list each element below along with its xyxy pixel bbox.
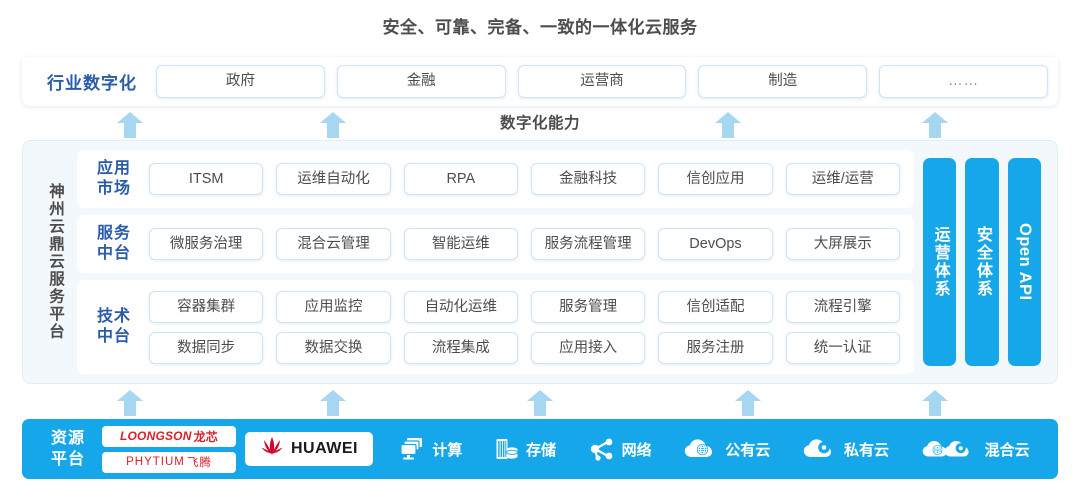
pillar-operations-system-label: 运营体系 [931, 226, 949, 298]
cloud-service-platform-panel: 神州云鼎云服务平台 应用 市场 ITSM 运维自动化 RPA 金融科技 [22, 140, 1058, 384]
private-cloud-icon [803, 437, 837, 461]
chip-container-cluster[interactable]: 容器集群 [149, 290, 264, 323]
platform-vertical-label: 神州云鼎云服务平台 [33, 150, 77, 374]
chip-data-exchange[interactable]: 数据交换 [276, 331, 391, 364]
chip-line: 数据同步 数据交换 流程集成 应用接入 服务注册 统一认证 [149, 331, 900, 364]
chip-hybrid-cloud-management[interactable]: 混合云管理 [276, 228, 391, 260]
resource-item-list: 计算 [373, 437, 1046, 461]
loongson-logo-cn: 龙芯 [193, 429, 218, 444]
resource-item-public-cloud[interactable]: 公有云 [684, 437, 770, 461]
chip-microservice-governance[interactable]: 微服务治理 [149, 228, 264, 260]
chip-application-access[interactable]: 应用接入 [530, 331, 646, 364]
compute-icon [399, 437, 425, 461]
industry-item-finance[interactable]: 金融 [336, 65, 506, 98]
industry-band-label: 行业数字化 [47, 74, 137, 93]
row-grids-app-market: ITSM 运维自动化 RPA 金融科技 信创应用 运维/运营 [145, 163, 904, 195]
huawei-logo-text: HUAWEI [291, 440, 358, 457]
phytium-logo-cn: 飞腾 [186, 457, 212, 469]
chip-process-engine[interactable]: 流程引擎 [785, 290, 900, 323]
chip-data-sync[interactable]: 数据同步 [149, 331, 264, 364]
vertical-pillars: 运营体系 安全体系 Open API [921, 150, 1047, 374]
resource-item-hybrid-cloud[interactable]: 混合云 [922, 437, 1030, 461]
resource-item-storage[interactable]: 存储 [495, 437, 556, 461]
chip-ops-automation[interactable]: 运维自动化 [276, 163, 391, 195]
resource-item-storage-label: 存储 [525, 441, 556, 459]
resource-item-private-cloud[interactable]: 私有云 [803, 437, 889, 461]
chip-automated-ops[interactable]: 自动化运维 [403, 290, 518, 323]
industry-item-telecom[interactable]: 运营商 [517, 65, 687, 98]
row-label-service-platform: 服务 中台 [96, 225, 131, 262]
resource-item-network-label: 网络 [621, 441, 652, 459]
storage-icon [495, 437, 519, 461]
pillar-security-system[interactable]: 安全体系 [965, 158, 999, 366]
capability-row-app-market: 应用 市场 ITSM 运维自动化 RPA 金融科技 信创应用 运维/运营 [77, 150, 914, 208]
platform-body: 应用 市场 ITSM 运维自动化 RPA 金融科技 信创应用 运维/运营 [77, 150, 1047, 374]
industry-item-list: 政府 金融 运营商 制造 …… [152, 65, 1048, 98]
row-label-tech-platform: 技术 中台 [96, 308, 131, 345]
chip-line: ITSM 运维自动化 RPA 金融科技 信创应用 运维/运营 [149, 163, 900, 195]
row-grids-service-platform: 微服务治理 混合云管理 智能运维 服务流程管理 DevOps 大屏展示 [145, 228, 904, 260]
network-icon [589, 437, 615, 461]
huawei-flower-icon [260, 436, 284, 463]
resource-item-hybrid-cloud-label: 混合云 [984, 441, 1030, 459]
chip-xinchuang-adaptation[interactable]: 信创适配 [658, 290, 773, 323]
row-label-app-market: 应用 市场 [96, 160, 131, 197]
resource-item-public-cloud-label: 公有云 [725, 441, 771, 459]
industry-item-more[interactable]: …… [879, 65, 1048, 98]
resource-item-compute-label: 计算 [432, 441, 463, 459]
industry-band: 行业数字化 政府 金融 运营商 制造 …… [22, 57, 1058, 106]
row-grids-tech-platform: 容器集群 应用监控 自动化运维 服务管理 信创适配 流程引擎 数据同步 数据交换… [145, 290, 904, 364]
industry-item-manufacturing[interactable]: 制造 [698, 65, 868, 98]
pillar-open-api[interactable]: Open API [1007, 158, 1041, 366]
phytium-logo-brand: PHYTIUM [126, 456, 185, 468]
resource-platform-label: 资源 平台 [50, 430, 85, 468]
chip-process-integration[interactable]: 流程集成 [403, 331, 518, 364]
chip-line: 微服务治理 混合云管理 智能运维 服务流程管理 DevOps 大屏展示 [149, 228, 900, 260]
resource-item-compute[interactable]: 计算 [399, 437, 462, 461]
resource-item-network[interactable]: 网络 [589, 437, 652, 461]
capability-rows: 应用 市场 ITSM 运维自动化 RPA 金融科技 信创应用 运维/运营 [77, 150, 914, 374]
resource-item-private-cloud-label: 私有云 [843, 441, 889, 459]
chip-line: 容器集群 应用监控 自动化运维 服务管理 信创适配 流程引擎 [149, 290, 900, 323]
hybrid-cloud-icon [922, 437, 978, 461]
capability-label: 数字化能力 [499, 115, 580, 132]
pillar-security-system-label: 安全体系 [973, 226, 991, 298]
chip-service-process-management[interactable]: 服务流程管理 [530, 228, 646, 260]
loongson-logo-brand: LOONGSON [119, 429, 192, 443]
capability-row-tech-platform: 技术 中台 容器集群 应用监控 自动化运维 服务管理 信创适配 流程引擎 [77, 280, 914, 374]
chip-rpa[interactable]: RPA [403, 163, 518, 195]
chip-service-management[interactable]: 服务管理 [530, 290, 646, 323]
chip-application-monitoring[interactable]: 应用监控 [276, 290, 391, 323]
chip-unified-authentication[interactable]: 统一认证 [785, 331, 900, 364]
chip-large-screen-display[interactable]: 大屏展示 [785, 228, 900, 260]
pillar-operations-system[interactable]: 运营体系 [923, 158, 957, 366]
platform-vertical-label-text: 神州云鼎云服务平台 [47, 183, 64, 341]
chip-intelligent-ops[interactable]: 智能运维 [403, 228, 518, 260]
chip-service-registration[interactable]: 服务注册 [658, 331, 773, 364]
huawei-logo: HUAWEI [245, 432, 373, 466]
chip-itsm[interactable]: ITSM [149, 163, 264, 195]
public-cloud-icon [684, 437, 718, 461]
capability-row-service-platform: 服务 中台 微服务治理 混合云管理 智能运维 服务流程管理 DevOps 大屏展… [77, 215, 914, 273]
page-title: 安全、可靠、完备、一致的一体化云服务 [382, 18, 698, 37]
chip-xinchuang-app[interactable]: 信创应用 [658, 163, 773, 195]
chip-ops-operations[interactable]: 运维/运营 [785, 163, 900, 195]
industry-item-government[interactable]: 政府 [156, 65, 325, 98]
chip-devops[interactable]: DevOps [658, 228, 773, 260]
chip-fintech[interactable]: 金融科技 [530, 163, 646, 195]
pillar-open-api-label: Open API [1015, 223, 1034, 301]
